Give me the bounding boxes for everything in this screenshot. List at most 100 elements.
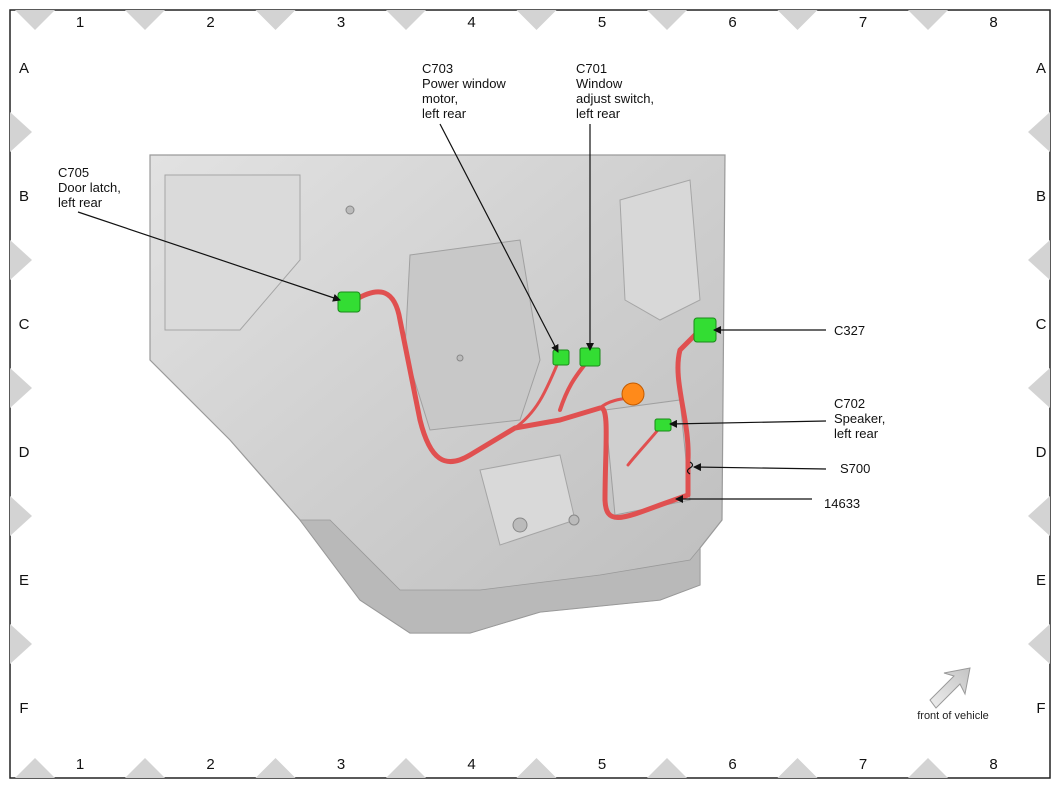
callout-c701-line1: Window — [576, 76, 623, 91]
panel-hole — [456, 354, 464, 362]
grid-row-label-right: E — [1036, 572, 1046, 589]
leader-c703 — [439, 123, 559, 353]
zone-marker-bottom — [386, 758, 426, 778]
grid-column-label-bottom: 6 — [728, 756, 736, 773]
grid-row-label-right: B — [1036, 188, 1046, 205]
callout-labels: C705 Door latch, left rear C703 Power wi… — [58, 61, 885, 511]
grid-row-label-right: C — [1036, 316, 1047, 333]
connector-c327 — [693, 317, 717, 343]
grid-column-label-bottom: 7 — [859, 756, 867, 773]
grid-column-label-top: 5 — [598, 14, 606, 31]
zone-marker-bottom — [777, 758, 818, 778]
grid-column-label-top: 7 — [859, 14, 867, 31]
callout-c703-id: C703 — [422, 61, 453, 76]
grid-row-label-left: D — [19, 444, 30, 461]
callout-c705-id: C705 — [58, 165, 89, 180]
grid-row-label-left: B — [19, 188, 29, 205]
zone-marker-right — [1028, 240, 1050, 280]
harness-grommet — [621, 382, 645, 406]
grid-row-label-left: F — [19, 700, 28, 717]
zone-marker-bottom — [15, 758, 55, 778]
connector-c703 — [552, 349, 570, 366]
grid-column-label-top: 6 — [728, 14, 736, 31]
panel-recess — [164, 174, 301, 331]
zone-marker-top — [647, 10, 687, 30]
zone-marker-left — [10, 240, 32, 280]
callout-c701-line2: adjust switch, — [576, 91, 654, 106]
callout-c705-line1: Door latch, — [58, 180, 121, 195]
callout-c703-line1: Power window — [422, 76, 506, 91]
grid-row-label-left: A — [19, 60, 29, 77]
callout-c703-line3: left rear — [422, 106, 467, 121]
grid-column-label-bottom: 4 — [467, 756, 475, 773]
panel-hole — [568, 514, 580, 526]
grid-column-label-top: 4 — [467, 14, 475, 31]
front-of-vehicle-indicator: front of vehicle — [917, 667, 989, 722]
harness-main-trunk — [352, 289, 703, 520]
zone-marker-bottom — [516, 758, 557, 778]
leader-s700 — [693, 463, 827, 472]
zone-marker-right — [1028, 368, 1050, 408]
panel-cutout — [404, 239, 541, 431]
splice-symbol-icon — [686, 461, 694, 475]
callout-c702-line2: left rear — [834, 426, 879, 441]
grid-row-label-left: E — [19, 572, 29, 589]
zone-marker-top — [777, 10, 818, 30]
leader-c702 — [669, 419, 827, 428]
callout-14633-id: 14633 — [824, 496, 860, 511]
connector-c705 — [337, 291, 361, 313]
zone-marker-top — [125, 10, 165, 30]
panel-hole — [345, 205, 355, 215]
grid-row-label-right: F — [1036, 700, 1045, 717]
grid-column-label-top: 8 — [989, 14, 997, 31]
grid-row-label-left: C — [19, 316, 30, 333]
zone-marker-right — [1028, 112, 1050, 152]
grid-column-label-bottom: 2 — [206, 756, 214, 773]
zone-marker-right — [1028, 496, 1050, 536]
zone-marker-left — [10, 624, 32, 664]
grid-row-label-right: D — [1036, 444, 1047, 461]
connector-c702 — [654, 418, 672, 432]
callout-c701-line3: left rear — [576, 106, 621, 121]
grid-row-label-right: A — [1036, 60, 1046, 77]
front-arrow-icon — [929, 667, 971, 709]
callout-s700-id: S700 — [840, 461, 870, 476]
zone-marker-top — [255, 10, 296, 30]
panel-lower-flange — [299, 519, 701, 634]
grid-column-label-bottom: 8 — [989, 756, 997, 773]
zone-markers — [10, 10, 1050, 778]
grid-column-label-top: 1 — [76, 14, 84, 31]
zone-marker-bottom — [255, 758, 296, 778]
zone-marker-right — [1028, 624, 1050, 664]
zone-marker-bottom — [647, 758, 687, 778]
grid-column-label-top: 3 — [337, 14, 345, 31]
zone-marker-left — [10, 496, 32, 536]
panel-hole — [512, 517, 528, 533]
front-of-vehicle-label: front of vehicle — [917, 710, 989, 722]
harness-branch-c703 — [513, 356, 562, 430]
zone-marker-top — [15, 10, 55, 30]
connectors — [337, 291, 717, 432]
zone-marker-left — [10, 368, 32, 408]
callout-c327-id: C327 — [834, 323, 865, 338]
connector-c701 — [579, 347, 601, 367]
callout-c701-id: C701 — [576, 61, 607, 76]
grid-column-label-bottom: 3 — [337, 756, 345, 773]
callout-c702-id: C702 — [834, 396, 865, 411]
zone-marker-left — [10, 112, 32, 152]
callout-c703-line2: motor, — [422, 91, 458, 106]
grid-column-label-bottom: 5 — [598, 756, 606, 773]
zone-marker-top — [386, 10, 426, 30]
panel-bracket — [619, 179, 701, 321]
zone-marker-bottom — [125, 758, 165, 778]
zone-marker-top — [908, 10, 948, 30]
zone-marker-bottom — [908, 758, 948, 778]
grid-column-label-top: 2 — [206, 14, 214, 31]
callout-c705-line2: left rear — [58, 195, 103, 210]
leader-lines — [77, 123, 827, 503]
zone-marker-top — [516, 10, 557, 30]
grid-column-label-bottom: 1 — [76, 756, 84, 773]
leader-c705 — [77, 211, 341, 302]
